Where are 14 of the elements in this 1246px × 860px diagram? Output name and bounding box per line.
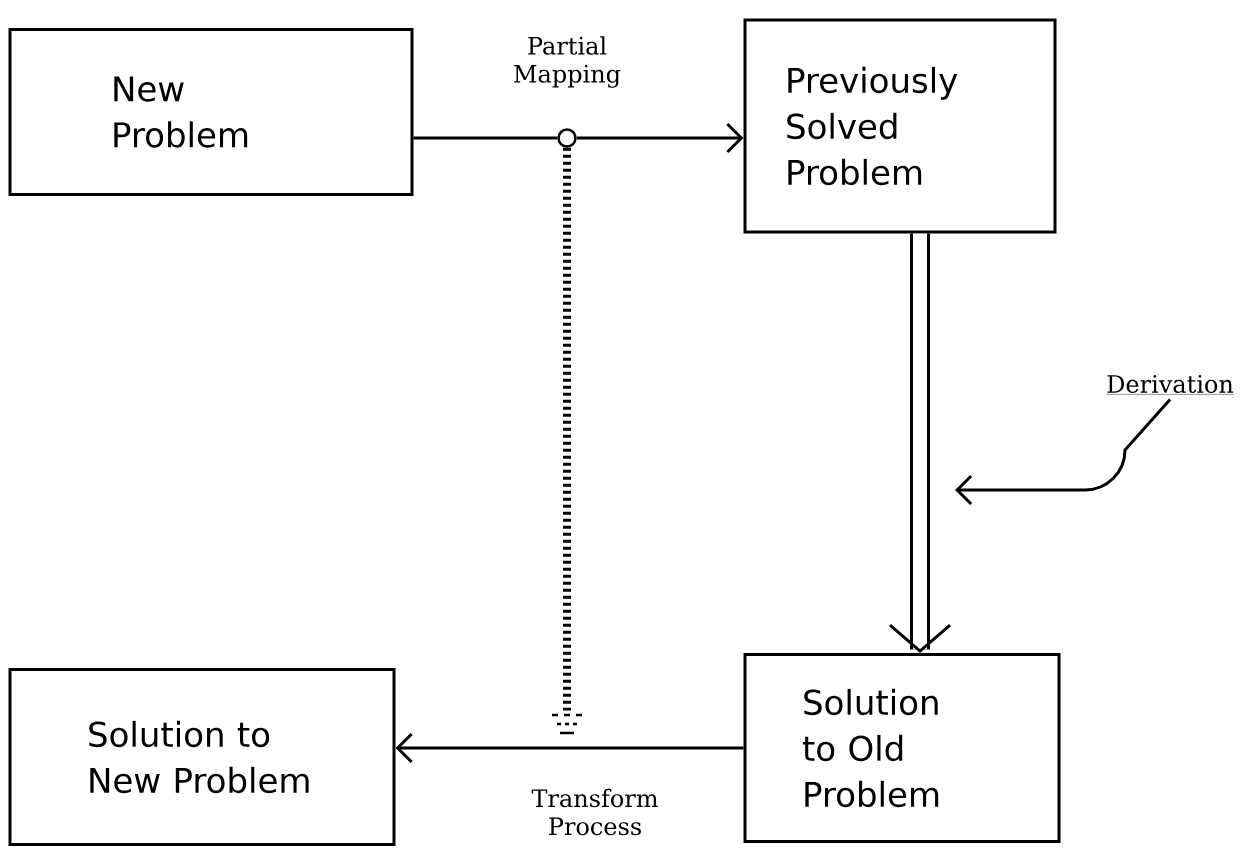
process-box: Solution to New Problem	[8, 668, 396, 846]
junction-circle	[557, 128, 577, 148]
arrow	[395, 732, 744, 764]
process-box: New Problem	[8, 28, 414, 196]
callout-label: Derivation	[1105, 375, 1235, 395]
process-box: Solution to Old Problem	[743, 653, 1061, 843]
edge-label: Transform Process	[531, 788, 658, 836]
leader-arrow	[955, 398, 1172, 506]
connector-line	[413, 136, 558, 140]
edge-label: Partial Mapping	[514, 36, 621, 88]
process-box: Previously Solved Problem	[743, 18, 1057, 234]
ground-symbol	[550, 713, 584, 735]
arrow	[889, 233, 951, 653]
arrow	[576, 122, 744, 154]
